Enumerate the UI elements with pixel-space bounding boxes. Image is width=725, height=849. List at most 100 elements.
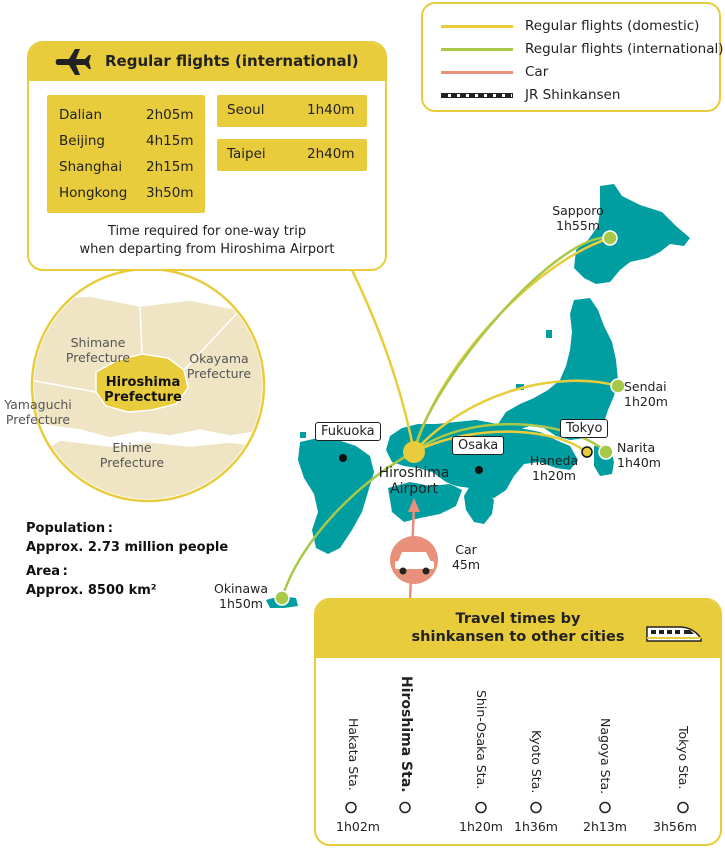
route-narita xyxy=(413,422,607,454)
station-hiroshima: Hiroshima Sta. xyxy=(398,676,414,793)
hiroshima-suffix: Prefecture xyxy=(104,390,182,405)
legend-swatch-domestic xyxy=(441,24,513,28)
okinawa-marker xyxy=(274,590,290,606)
flight-time: 4h15m xyxy=(146,133,194,149)
hiroshima-prefecture-label: Hiroshima Prefecture xyxy=(96,375,190,405)
hiroshima-prefecture-shape xyxy=(95,353,189,413)
hub-suffix: Airport xyxy=(390,481,438,497)
international-note-line1: Time required for one-way trip xyxy=(107,224,307,239)
fukuoka-marker xyxy=(339,454,347,462)
shinkansen-panel: Travel times by shinkansen to other citi… xyxy=(314,598,722,846)
narita-time: 1h40m xyxy=(617,455,661,470)
tokyo-callout: Tokyo xyxy=(560,419,609,438)
sendai-time: 1h20m xyxy=(624,394,668,409)
route-to-international-callout xyxy=(350,269,416,453)
flight-time: 2h15m xyxy=(146,159,194,175)
node-tokyo xyxy=(677,801,689,814)
international-group-b-taipei: Taipei 2h40m xyxy=(217,139,367,171)
okayama-suffix: Prefecture xyxy=(186,366,252,381)
legend-swatch-car xyxy=(441,70,513,74)
car-icon xyxy=(395,552,434,575)
route-sendai xyxy=(413,379,619,453)
station-tokyo: Tokyo Sta. xyxy=(676,726,691,790)
shimane-name: Shimane xyxy=(70,335,126,350)
haneda-name: Haneda xyxy=(529,453,579,468)
node-hiroshima xyxy=(399,801,411,814)
route-haneda xyxy=(413,430,587,454)
ehime-name: Ehime xyxy=(112,440,152,455)
city-name: Hongkong xyxy=(59,185,128,201)
time-tokyo: 3h56m xyxy=(653,819,697,834)
legend-label-shinkansen: JR Shinkansen xyxy=(525,87,621,103)
population-value: Approx. 2.73 million people xyxy=(26,540,229,555)
legend-item-car: Car xyxy=(441,62,548,82)
station-hakata: Hakata Sta. xyxy=(346,718,361,791)
area-label: Area : xyxy=(26,564,68,579)
flight-time: 3h50m xyxy=(146,185,194,201)
flight-time: 2h05m xyxy=(146,107,194,123)
time-hakata: 1h02m xyxy=(336,819,380,834)
car-label: Car 45m xyxy=(446,542,486,572)
route-okinawa xyxy=(280,450,415,599)
okinawa-time: 1h50m xyxy=(219,596,263,611)
sapporo-label: Sapporo 1h55m xyxy=(546,203,610,233)
osaka-marker xyxy=(475,466,483,474)
shimane-suffix: Prefecture xyxy=(65,350,131,365)
car-time: 45m xyxy=(451,557,481,572)
hiroshima-airport-marker xyxy=(403,441,425,463)
yamaguchi-suffix: Prefecture xyxy=(5,412,71,427)
station-kyoto: Kyoto Sta. xyxy=(529,730,544,794)
node-hakata xyxy=(345,801,357,814)
okinawa-name: Okinawa xyxy=(213,581,269,596)
node-kyoto xyxy=(530,801,542,814)
okayama-label: Okayama Prefecture xyxy=(182,351,256,381)
sapporo-marker xyxy=(602,230,618,246)
international-panel-title: Regular flights (international) xyxy=(105,52,359,70)
time-nagoya: 2h13m xyxy=(583,819,627,834)
legend-swatch-shinkansen xyxy=(441,92,513,98)
shinkansen-panel-header: Travel times by shinkansen to other citi… xyxy=(316,600,720,658)
okayama-name: Okayama xyxy=(189,351,249,366)
legend-label-international: Regular flights (international) xyxy=(525,41,724,57)
international-routes xyxy=(280,236,611,599)
ehime-suffix: Prefecture xyxy=(99,455,165,470)
legend-item-domestic: Regular flights (domestic) xyxy=(441,16,699,36)
international-panel-header: Regular flights (international) xyxy=(29,43,385,81)
sendai-marker xyxy=(610,378,626,394)
area-value: Approx. 8500 km² xyxy=(26,583,157,598)
sapporo-name: Sapporo xyxy=(552,203,604,218)
route-legend: Regular flights (domestic) Regular fligh… xyxy=(421,2,724,112)
airplane-icon xyxy=(55,49,91,75)
narita-label: Narita 1h40m xyxy=(617,440,669,470)
yamaguchi-label: Yamaguchi Prefecture xyxy=(0,397,76,427)
international-flights-panel: Regular flights (international) Dalian 2… xyxy=(27,41,387,271)
station-shin-osaka: Shin-Osaka Sta. xyxy=(474,690,489,790)
fukuoka-callout: Fukuoka xyxy=(315,422,381,441)
city-name: Dalian xyxy=(59,107,102,123)
okinawa-label: Okinawa 1h50m xyxy=(212,581,270,611)
city-name: Shanghai xyxy=(59,159,123,175)
route-sapporo-intl xyxy=(412,236,611,453)
flight-time: 1h40m xyxy=(307,102,355,118)
narita-name: Narita xyxy=(617,440,656,455)
hiroshima-name: Hiroshima xyxy=(105,375,181,390)
node-shin-osaka xyxy=(475,801,487,814)
hub-name: Hiroshima xyxy=(378,465,450,481)
flight-time: 2h40m xyxy=(307,146,355,162)
legend-label-car: Car xyxy=(525,64,549,80)
train-icon xyxy=(646,626,702,642)
legend-item-shinkansen: JR Shinkansen xyxy=(441,85,620,105)
narita-marker xyxy=(598,444,614,460)
time-shin-osaka: 1h20m xyxy=(459,819,503,834)
sapporo-time: 1h55m xyxy=(556,218,600,233)
tokyo-marker xyxy=(581,446,593,458)
hiroshima-airport-label: Hiroshima Airport xyxy=(368,465,460,497)
shinkansen-title-line2: shinkansen to other cities xyxy=(411,629,625,645)
node-nagoya xyxy=(599,801,611,814)
legend-swatch-international xyxy=(441,47,513,51)
sendai-label: Sendai 1h20m xyxy=(624,379,680,409)
legend-item-international: Regular flights (international) xyxy=(441,39,724,59)
international-note-line2: when departing from Hiroshima Airport xyxy=(79,242,335,257)
